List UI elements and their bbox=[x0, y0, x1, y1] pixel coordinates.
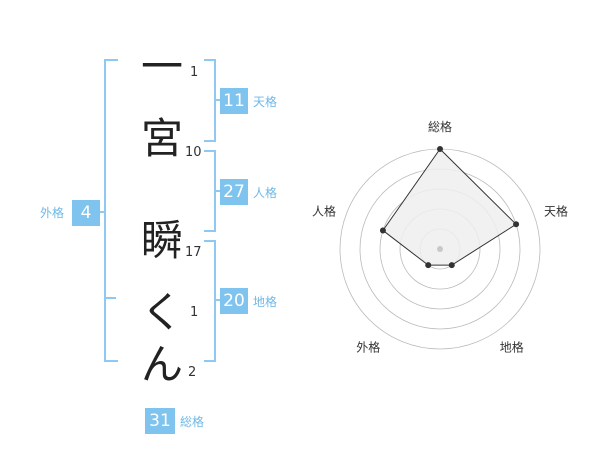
tenkaku-bracket-tick bbox=[214, 99, 220, 101]
chikaku-score-badge: 20 bbox=[220, 288, 248, 314]
gaikaku-score-badge: 4 bbox=[72, 200, 100, 226]
name-char-4: く bbox=[141, 288, 184, 337]
soukaku-score-badge: 31 bbox=[145, 408, 175, 434]
stroke-count-3: 17 bbox=[185, 245, 202, 260]
soukaku-label: 総格 bbox=[180, 415, 205, 429]
stroke-count-4: 1 bbox=[190, 305, 199, 320]
name-char-2: 宮 bbox=[141, 114, 184, 163]
gaikaku-bracket bbox=[104, 59, 118, 362]
gaikaku-label: 外格 bbox=[40, 206, 65, 220]
radar-shape bbox=[382, 148, 517, 266]
radar-center-dot bbox=[437, 246, 443, 252]
tenkaku-score-badge: 11 bbox=[220, 88, 248, 114]
radar-axis-label-3: 地格 bbox=[500, 340, 524, 355]
jinkaku-score-badge: 27 bbox=[220, 179, 248, 205]
radar-point-3 bbox=[448, 262, 455, 269]
radar-axis-label-2: 天格 bbox=[544, 203, 568, 218]
radar-points bbox=[379, 146, 520, 269]
chikaku-label: 地格 bbox=[253, 295, 278, 309]
radar-point-2 bbox=[513, 221, 520, 228]
radar-point-1 bbox=[437, 146, 443, 152]
radar-axis-label-4: 外格 bbox=[356, 340, 380, 355]
radar-axis-label-1: 総格 bbox=[428, 119, 452, 134]
chikaku-bracket bbox=[204, 240, 216, 362]
name-char-1: 一 bbox=[141, 42, 184, 91]
radar-point-5 bbox=[379, 227, 386, 234]
gaikaku-bracket-inner-tick bbox=[106, 297, 116, 299]
name-char-5: ん bbox=[141, 340, 184, 389]
name-char-3: 瞬 bbox=[141, 216, 184, 265]
radar-axis-label-5: 人格 bbox=[312, 203, 336, 218]
stroke-count-2: 10 bbox=[185, 145, 202, 160]
stroke-count-1: 1 bbox=[190, 65, 199, 80]
stroke-count-5: 2 bbox=[188, 365, 197, 380]
jinkaku-bracket-tick bbox=[214, 190, 220, 192]
radar-point-4 bbox=[425, 262, 432, 269]
chikaku-bracket-tick bbox=[214, 299, 220, 301]
jinkaku-label: 人格 bbox=[253, 186, 278, 200]
tenkaku-label: 天格 bbox=[253, 95, 278, 109]
